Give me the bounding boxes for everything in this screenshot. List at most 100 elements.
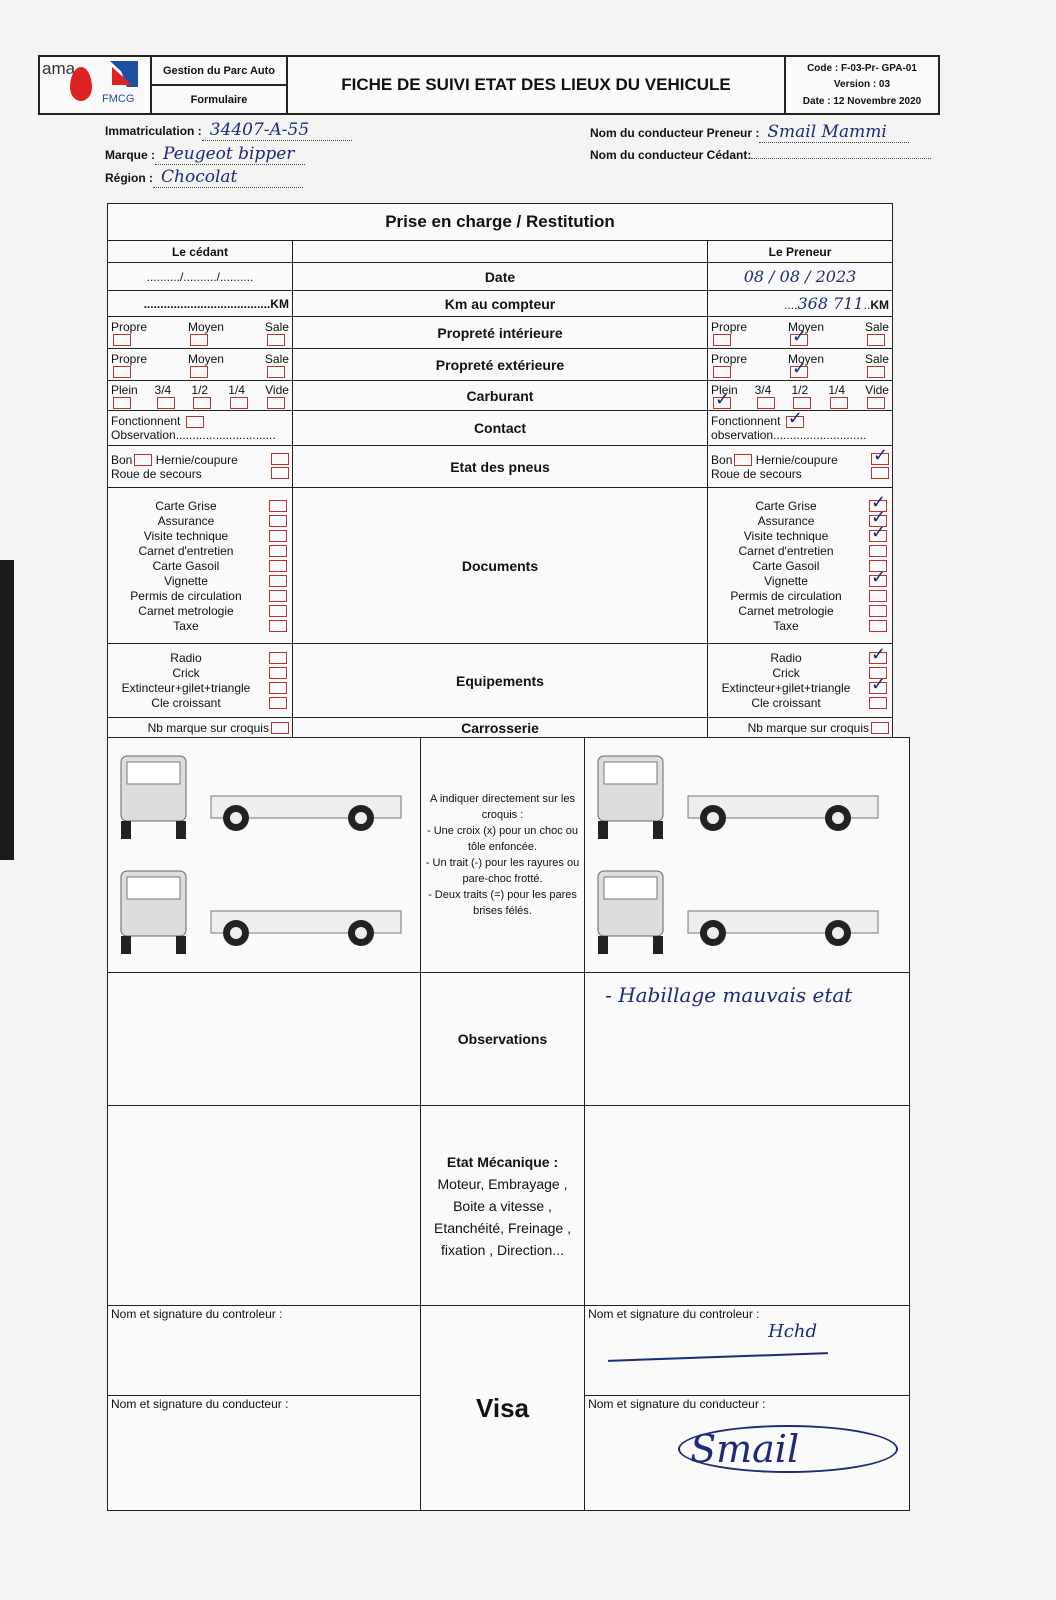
checkbox[interactable] (713, 389, 732, 410)
observations-right[interactable]: - Habillage mauvais etat (605, 983, 853, 1007)
option-1[interactable]: Moyen (188, 320, 224, 346)
checkbox[interactable] (156, 396, 175, 409)
option-2[interactable]: 1/2 (191, 383, 212, 409)
checkbox[interactable] (268, 514, 287, 527)
checkbox[interactable] (713, 365, 732, 378)
checkbox[interactable] (793, 396, 812, 409)
cedant-roue-checkbox[interactable] (270, 466, 289, 479)
checkbox[interactable] (113, 333, 131, 346)
checkbox[interactable] (756, 396, 775, 409)
mecanique-right[interactable] (584, 1105, 910, 1306)
checkbox[interactable] (869, 674, 887, 695)
cedant-fonctionnement-checkbox[interactable] (185, 415, 204, 428)
checkbox[interactable] (268, 667, 287, 679)
checkbox[interactable] (268, 619, 287, 632)
observations-left[interactable] (107, 972, 421, 1106)
option-0[interactable]: Propre (111, 352, 147, 378)
checkbox[interactable] (268, 589, 287, 602)
option-2[interactable]: Sale (265, 352, 289, 378)
checkbox[interactable] (189, 333, 208, 346)
cedant-nb-marque: Nb marque sur croquis (147, 720, 269, 735)
cedant-value[interactable] (751, 158, 932, 159)
cedant-date[interactable]: ........../........../.......... (107, 262, 293, 291)
option-0[interactable]: Propre (111, 320, 147, 346)
option-1[interactable]: Moyen (788, 352, 824, 379)
checkbox[interactable] (268, 499, 287, 512)
option-2[interactable]: Sale (865, 320, 889, 346)
cedant-observation[interactable]: Observation.............................… (111, 428, 276, 442)
checkbox[interactable] (268, 652, 287, 664)
checkbox[interactable] (268, 697, 287, 709)
doc-date: Date : 12 Novembre 2020 (802, 96, 922, 108)
checkbox[interactable] (268, 574, 287, 587)
preneur-bon-checkbox[interactable] (734, 454, 753, 467)
controleur-signature-left[interactable]: Nom et signature du controleur : (107, 1305, 421, 1396)
checkbox[interactable] (193, 396, 212, 409)
option-3[interactable]: 1/4 (228, 383, 249, 409)
preneur-observation[interactable]: observation............................ (711, 428, 867, 442)
checkbox[interactable] (267, 396, 286, 409)
option-0[interactable]: Propre (711, 320, 747, 346)
checkbox[interactable] (268, 559, 287, 572)
list-item: Radio (711, 644, 887, 665)
checkbox[interactable] (189, 365, 208, 378)
option-1[interactable]: 3/4 (755, 383, 775, 409)
checkbox[interactable] (268, 682, 287, 694)
region-value[interactable]: Chocolat (153, 167, 303, 188)
option-2[interactable]: 1/2 (791, 383, 812, 409)
checkbox[interactable] (113, 365, 131, 378)
logo-sub: FMCG (102, 93, 135, 105)
checkbox[interactable] (113, 396, 131, 409)
checkbox[interactable] (869, 544, 887, 557)
croquis-right[interactable] (584, 737, 910, 973)
preneur-km[interactable]: 368 711 (797, 294, 864, 313)
checkbox[interactable] (713, 333, 732, 346)
checkbox[interactable] (869, 522, 887, 543)
cedant-nb-marque-checkbox[interactable] (270, 722, 289, 735)
checkbox[interactable] (268, 544, 287, 557)
checkbox[interactable] (866, 365, 885, 378)
checkbox[interactable] (230, 396, 249, 409)
option-3[interactable]: 1/4 (828, 383, 849, 409)
checkbox[interactable] (866, 333, 885, 346)
option-0[interactable]: Propre (711, 352, 747, 378)
preneur-roue-checkbox[interactable] (871, 466, 889, 479)
conducteur-signature-left[interactable]: Nom et signature du conducteur : (107, 1395, 421, 1511)
checkbox[interactable] (869, 589, 887, 602)
checkbox[interactable] (830, 396, 849, 409)
marque-value[interactable]: Peugeot bipper (155, 144, 306, 165)
preneur-hernie-checkbox[interactable] (871, 445, 889, 466)
option-0[interactable]: Plein (111, 383, 138, 409)
checkbox[interactable] (869, 644, 887, 665)
option-2[interactable]: Sale (265, 320, 289, 346)
preneur-value[interactable]: Smail Mammi (759, 122, 910, 143)
option-1[interactable]: Moyen (188, 352, 224, 378)
option-4[interactable]: Vide (265, 383, 289, 409)
preneur-date[interactable]: 08 / 08 / 2023 (743, 267, 857, 286)
cedant-km[interactable]: ......................................KM (107, 290, 293, 317)
van-front-view (120, 755, 187, 839)
mecanique-left[interactable] (107, 1105, 421, 1306)
cedant-bon-checkbox[interactable] (134, 454, 153, 467)
option-4[interactable]: Vide (865, 383, 889, 409)
checkbox[interactable] (268, 529, 287, 542)
option-0[interactable]: Plein (711, 383, 738, 410)
cedant-hernie-checkbox[interactable] (270, 452, 289, 465)
preneur-nb-marque-checkbox[interactable] (871, 722, 889, 735)
checkbox[interactable] (869, 619, 887, 632)
checkbox[interactable] (867, 396, 886, 409)
preneur-fonctionnement-checkbox[interactable] (785, 408, 804, 429)
option-2[interactable]: Sale (865, 352, 889, 378)
immatriculation-value[interactable]: 34407-A-55 (201, 120, 352, 141)
option-1[interactable]: Moyen (788, 320, 824, 347)
checkbox[interactable] (869, 567, 887, 588)
croquis-left[interactable] (107, 737, 421, 973)
checkbox[interactable] (790, 326, 808, 347)
checkbox[interactable] (268, 604, 287, 617)
checkbox[interactable] (790, 358, 808, 379)
checkbox[interactable] (869, 697, 887, 709)
checkbox[interactable] (266, 333, 285, 346)
checkbox[interactable] (869, 604, 887, 617)
option-1[interactable]: 3/4 (155, 383, 175, 409)
checkbox[interactable] (266, 365, 285, 378)
